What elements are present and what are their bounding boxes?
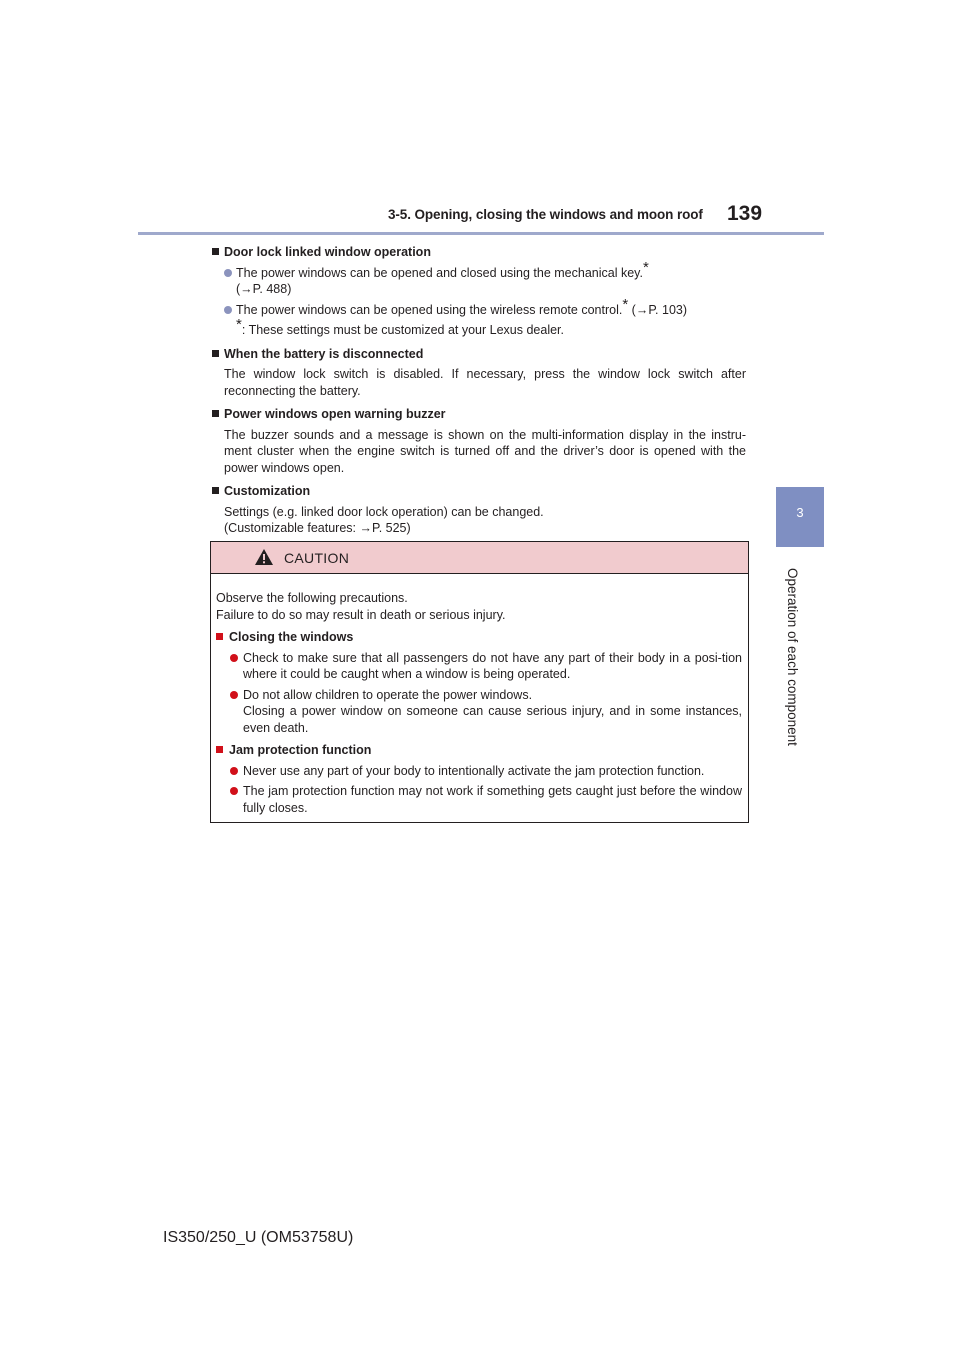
list-item: The jam protection function may not work… bbox=[216, 783, 742, 816]
heading-text: Power windows open warning buzzer bbox=[224, 407, 446, 421]
bullet-text: Closing a power window on someone can ca… bbox=[243, 704, 742, 735]
main-content: Door lock linked window operation The po… bbox=[212, 244, 746, 537]
footnote-marker: * bbox=[622, 295, 629, 313]
square-bullet-icon bbox=[212, 349, 219, 357]
heading-text: Jam protection function bbox=[229, 743, 372, 757]
square-bullet-icon bbox=[216, 746, 223, 753]
chapter-tab[interactable] bbox=[776, 487, 824, 547]
caution-title: CAUTION bbox=[284, 550, 350, 566]
caution-heading-jam: Jam protection function bbox=[216, 742, 742, 759]
section-heading-customization: Customization bbox=[212, 483, 746, 500]
bullet-dot-icon bbox=[224, 268, 232, 277]
bullet-dot-icon bbox=[224, 305, 232, 314]
heading-text: When the battery is disconnected bbox=[224, 346, 424, 361]
list-item: The power windows can be opened using th… bbox=[212, 296, 746, 319]
section-heading-battery: When the battery is disconnected bbox=[212, 346, 746, 363]
bullet-text: Never use any part of your body to inten… bbox=[243, 763, 705, 778]
caution-body: Observe the following precautions. Failu… bbox=[211, 574, 748, 816]
warning-triangle-icon bbox=[255, 549, 273, 565]
section-heading-buzzer: Power windows open warning buzzer bbox=[212, 406, 746, 423]
square-bullet-icon bbox=[212, 248, 219, 255]
section-title: 3-5. Opening, closing the windows and mo… bbox=[388, 207, 703, 222]
bullet-text: Check to make sure that all passengers d… bbox=[243, 650, 742, 682]
caution-intro: Failure to do so may result in death or … bbox=[216, 607, 506, 622]
header-rule bbox=[138, 232, 824, 235]
heading-text: Customization bbox=[224, 484, 311, 498]
paragraph: The buzzer sounds and a message is shown… bbox=[224, 427, 746, 475]
bullet-dot-icon bbox=[230, 787, 238, 795]
bullet-text: The power windows can be opened and clos… bbox=[236, 265, 643, 280]
paragraph-line: (Customizable features: →P. 525) bbox=[224, 521, 411, 535]
footnote-marker: * bbox=[236, 315, 242, 333]
caution-header: CAUTION bbox=[211, 542, 748, 574]
section-heading-door-lock: Door lock linked window operation bbox=[212, 244, 746, 261]
footnote: *: These settings must be customized at … bbox=[212, 317, 746, 339]
chapter-number: 3 bbox=[796, 505, 804, 520]
caution-heading-closing: Closing the windows bbox=[216, 629, 742, 646]
bullet-text: Do not allow children to operate the pow… bbox=[243, 687, 533, 702]
heading-text: Door lock linked window operation bbox=[224, 245, 431, 259]
heading-text: Closing the windows bbox=[229, 630, 354, 644]
page-reference: (→P. 103) bbox=[631, 302, 688, 317]
bullet-dot-icon bbox=[230, 766, 238, 775]
footnote-text: : These settings must be customized at y… bbox=[241, 323, 565, 337]
list-item: The power windows can be opened and clos… bbox=[212, 259, 746, 298]
list-item: Do not allow children to operate the pow… bbox=[216, 687, 742, 737]
list-item: Check to make sure that all passengers d… bbox=[216, 650, 742, 683]
bullet-dot-icon bbox=[230, 690, 238, 699]
bullet-dot-icon bbox=[230, 653, 238, 662]
list-item: Never use any part of your body to inten… bbox=[216, 763, 742, 780]
paragraph: The window lock switch is disabled. If n… bbox=[224, 367, 746, 398]
chapter-label: Operation of each component bbox=[785, 568, 800, 746]
square-bullet-icon bbox=[212, 487, 219, 494]
square-bullet-icon bbox=[212, 410, 219, 417]
paragraph-line: Settings (e.g. linked door lock operatio… bbox=[224, 504, 544, 519]
caution-intro: Observe the following precautions. bbox=[216, 591, 408, 605]
bullet-text: The power windows can be opened using th… bbox=[236, 302, 623, 317]
page-number: 139 bbox=[727, 202, 763, 225]
footnote-marker: * bbox=[642, 258, 649, 276]
footer-model-code: IS350/250_U (OM53758U) bbox=[163, 1229, 354, 1246]
caution-box: CAUTION Observe the following precaution… bbox=[210, 541, 749, 823]
page-reference: (→P. 488) bbox=[236, 282, 292, 296]
bullet-text: The jam protection function may not work… bbox=[243, 784, 742, 815]
square-bullet-icon bbox=[216, 633, 223, 640]
paragraph: Settings (e.g. linked door lock operatio… bbox=[212, 504, 746, 537]
